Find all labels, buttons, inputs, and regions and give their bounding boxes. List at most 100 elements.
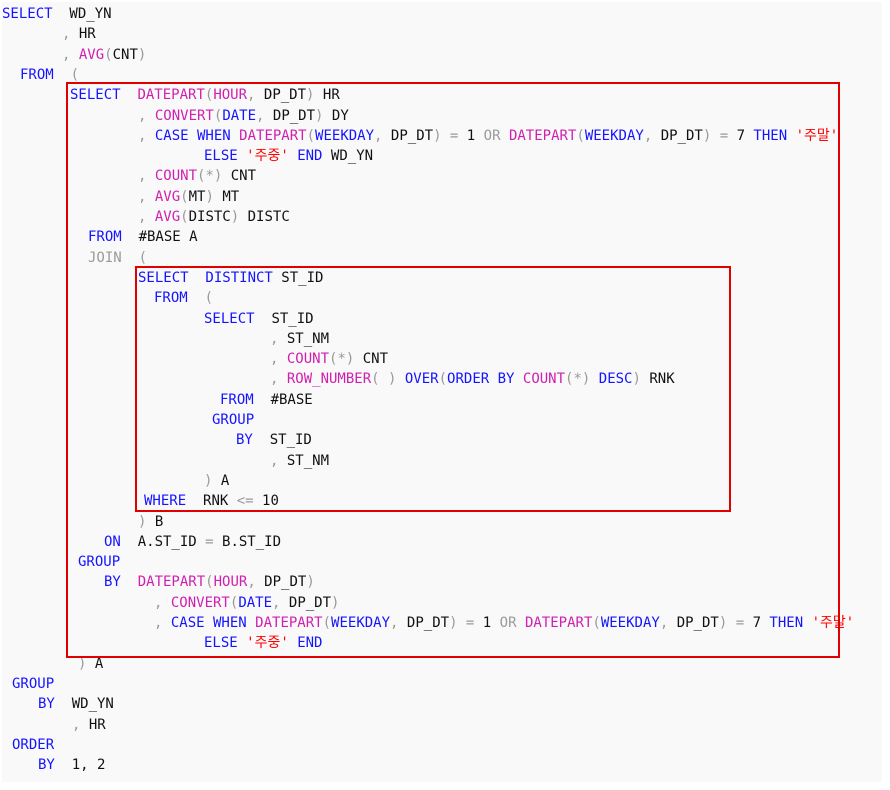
code-token: B.ST_ID xyxy=(222,534,282,550)
code-line: , AVG(MT) MT xyxy=(138,187,239,207)
code-line: ON A.ST_ID = B.ST_ID xyxy=(104,532,281,552)
code-line: , CASE WHEN DATEPART(WEEKDAY, DP_DT) = 1… xyxy=(138,126,838,146)
code-token: ROW_NUMBER xyxy=(286,371,372,387)
code-token: ) = xyxy=(449,615,483,631)
code-line: FROM ( xyxy=(154,288,213,308)
code-token: DATEPART xyxy=(137,87,205,103)
code-token: SELECT xyxy=(2,6,53,22)
code-line: , CASE WHEN DATEPART(WEEKDAY, DP_DT) = 1… xyxy=(154,613,854,633)
code-token: ) = xyxy=(433,128,467,144)
code-token: ( xyxy=(204,290,214,306)
code-token: COUNT xyxy=(154,168,198,184)
code-token: ( xyxy=(576,128,585,144)
code-token: ) xyxy=(204,473,221,489)
code-token: WD_YN xyxy=(52,6,112,22)
code-token: AVG xyxy=(78,47,105,63)
code-line: WHERE RNK <= 10 xyxy=(144,491,279,511)
code-token: WD_YN xyxy=(330,148,374,164)
code-token: ORDER xyxy=(12,737,55,753)
code-line: ORDER xyxy=(12,735,54,755)
code-token: DATEPART xyxy=(239,128,307,144)
code-line: , COUNT(*) CNT xyxy=(270,349,388,369)
code-token: DP_DT xyxy=(263,87,307,103)
code-token: END xyxy=(297,148,331,164)
code-line: BY DATEPART(HOUR, DP_DT) xyxy=(104,572,315,592)
code-token: OR xyxy=(499,615,525,631)
code-line: , COUNT(*) CNT xyxy=(138,166,256,186)
code-token: DESC xyxy=(598,371,633,387)
code-token: GROUP xyxy=(78,554,121,570)
code-line: SELECT DATEPART(HOUR, DP_DT) HR xyxy=(70,85,340,105)
code-line: BY WD_YN xyxy=(38,694,114,714)
code-token: GROUP xyxy=(12,676,55,692)
code-token: ) xyxy=(331,595,340,611)
code-line: ELSE '주중' END xyxy=(204,633,323,653)
code-token: , xyxy=(72,717,89,733)
code-token: MT xyxy=(222,189,240,205)
code-line: , ST_NM xyxy=(270,451,329,471)
code-token: MT xyxy=(188,189,206,205)
code-token: , xyxy=(138,189,155,205)
code-token: , xyxy=(643,128,661,144)
sql-editor[interactable]: SELECT WD_YN, HR, AVG(CNT)FROM (SELECT D… xyxy=(2,2,882,782)
code-line: , CONVERT(DATE, DP_DT) DY xyxy=(138,106,349,126)
code-token: ) xyxy=(306,87,323,103)
code-token: ( xyxy=(204,87,214,103)
code-line: FROM ( xyxy=(20,65,79,85)
code-token xyxy=(121,87,138,103)
code-token: END xyxy=(297,635,323,651)
code-token: ) xyxy=(205,189,223,205)
code-line: GROUP xyxy=(12,674,54,694)
code-token: ) xyxy=(137,47,147,63)
code-token: DATEPART xyxy=(524,615,593,631)
code-token: HR xyxy=(322,87,340,103)
code-token: A.ST_ID xyxy=(137,534,206,550)
code-token: ( xyxy=(213,108,223,124)
code-line: , CONVERT(DATE, DP_DT) xyxy=(154,593,339,613)
code-token: ST_ID xyxy=(271,311,314,327)
code-token: ) = xyxy=(702,128,737,144)
code-token: AVG xyxy=(154,209,181,225)
code-token: ) xyxy=(306,574,315,590)
code-token: COUNT xyxy=(286,351,330,367)
code-token: #BASE A xyxy=(138,229,198,245)
code-token: DP_DT xyxy=(406,615,450,631)
code-token: DP_DT xyxy=(660,128,703,144)
code-line: GROUP xyxy=(212,410,254,430)
code-token: ORDER BY xyxy=(447,371,523,387)
code-token: GROUP xyxy=(212,412,255,428)
code-token: , xyxy=(138,168,155,184)
code-token: , xyxy=(138,128,155,144)
code-line: BY 1, 2 xyxy=(38,755,105,775)
code-token: SELECT xyxy=(204,311,272,327)
code-line: GROUP xyxy=(78,552,120,572)
code-token: DP_DT xyxy=(676,615,719,631)
code-token: DATEPART xyxy=(137,574,206,590)
code-token: ( xyxy=(53,67,80,83)
code-token: FROM xyxy=(20,67,54,83)
code-line: , HR xyxy=(62,24,96,44)
code-token: BY xyxy=(104,574,138,590)
code-token: , xyxy=(154,615,171,631)
code-token: ) xyxy=(138,514,155,530)
code-token: BY xyxy=(38,696,72,712)
code-token: ST_NM xyxy=(286,331,330,347)
code-token: HOUR xyxy=(213,87,248,103)
code-token: '주말' xyxy=(811,615,855,631)
code-token: THEN xyxy=(753,128,796,144)
code-token: ( xyxy=(229,595,239,611)
code-token: HR xyxy=(88,717,106,733)
code-token: DP_DT xyxy=(390,128,434,144)
code-token: ( xyxy=(438,371,448,387)
code-token: BY xyxy=(38,757,72,773)
code-token: ) xyxy=(315,108,332,124)
code-token: #BASE xyxy=(270,392,313,408)
code-token: CNT xyxy=(362,351,389,367)
code-token: ST_NM xyxy=(286,453,330,469)
code-token: (*) xyxy=(329,351,363,367)
code-token: WEEKDAY xyxy=(584,128,644,144)
code-line: , AVG(DISTC) DISTC xyxy=(138,207,290,227)
code-token: WD_YN xyxy=(71,696,114,712)
code-token: B xyxy=(154,514,164,530)
code-token: , xyxy=(247,87,264,103)
